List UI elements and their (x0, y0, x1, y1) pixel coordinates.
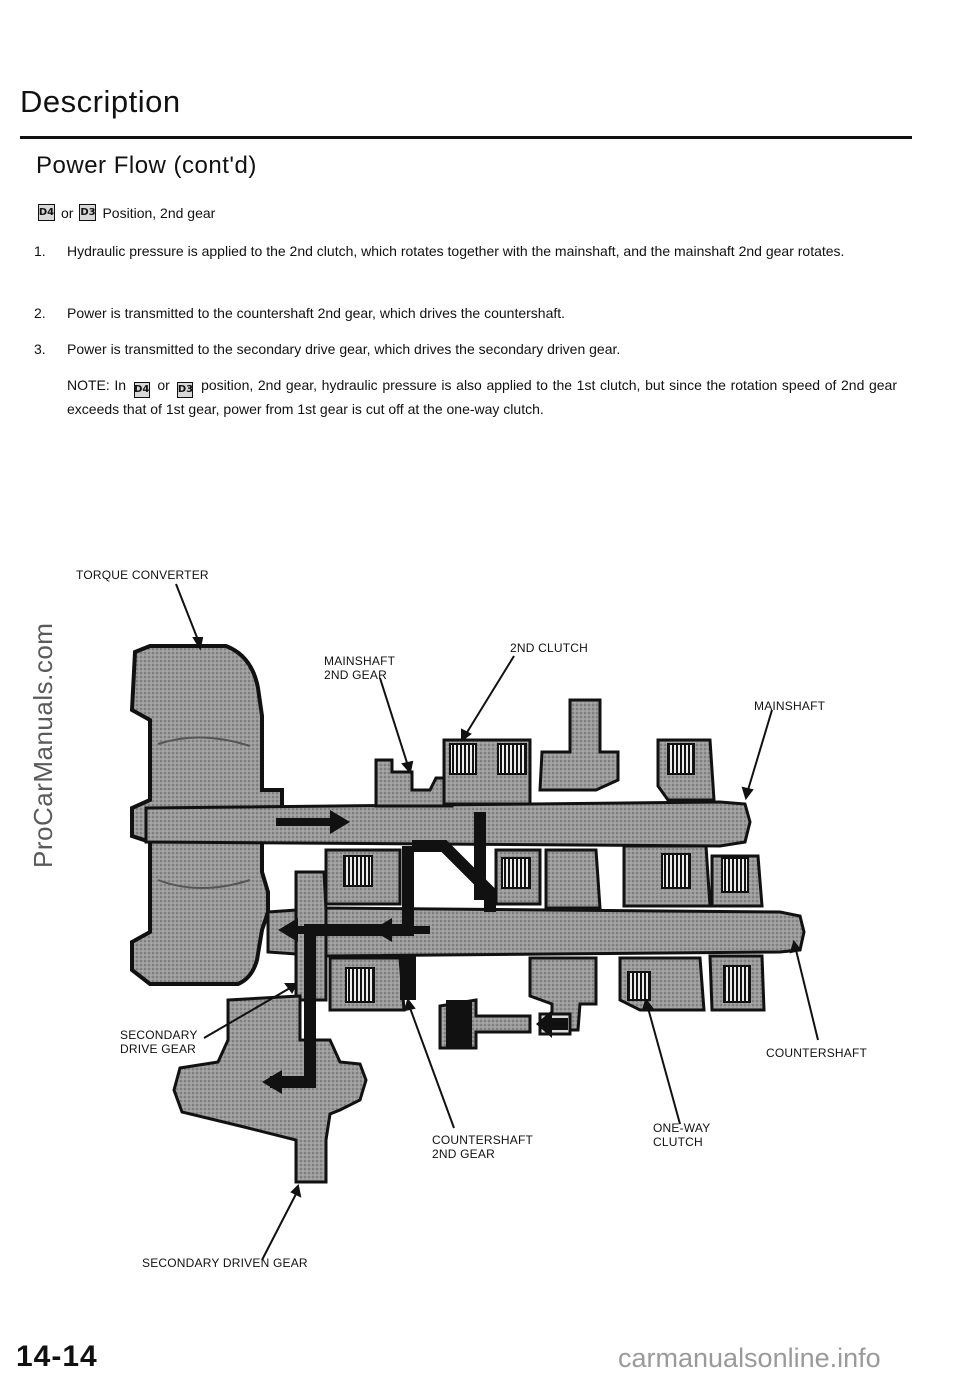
mainshaft-2nd-gear-shape (374, 758, 454, 808)
label-one-way-clutch: ONE-WAY CLUTCH (653, 1121, 710, 1149)
label-secondary-drive-gear: SECONDARY DRIVE GEAR (120, 1028, 198, 1056)
label-line: 2ND GEAR (324, 668, 387, 682)
countershaft-clusters (328, 954, 766, 1032)
d4-badge: D4 (38, 204, 55, 221)
label-line: CLUTCH (653, 1135, 703, 1149)
label-line: MAINSHAFT (324, 654, 396, 668)
position-joiner: or (61, 204, 74, 221)
note-text: position, 2nd gear, hydraulic pressure i… (67, 377, 898, 417)
step-number: 3. (34, 341, 46, 357)
page-title: Description (20, 84, 181, 119)
mainshaft-body (144, 800, 752, 848)
upper-gear-clusters (538, 698, 716, 802)
section-title: Power Flow (cont'd) (36, 152, 257, 179)
lower-clutch-packs (324, 844, 764, 910)
clutch-2nd-pack (442, 738, 532, 806)
step-text: Power is transmitted to the countershaft… (67, 305, 566, 321)
step-3: 3. Power is transmitted to the secondary… (34, 338, 896, 360)
step-number: 1. (34, 243, 46, 259)
site-watermark: carmanualsonline.info (618, 1343, 881, 1373)
power-flow-arrows (262, 810, 568, 1094)
d3-badge: D3 (79, 204, 97, 221)
label-countershaft-2nd-gear: COUNTERSHAFT 2ND GEAR (432, 1133, 533, 1161)
label-torque-converter: TORQUE CONVERTER (76, 568, 209, 582)
label-line: DRIVE GEAR (120, 1042, 197, 1056)
note-lead: NOTE: In (67, 377, 127, 393)
label-line: SECONDARY (120, 1028, 198, 1042)
label-line: ONE-WAY (653, 1121, 711, 1135)
position-line: D4 or D3 Position, 2nd gear (38, 204, 215, 221)
step-number: 2. (34, 305, 46, 321)
label-secondary-driven-gear: SECONDARY DRIVEN GEAR (142, 1256, 308, 1270)
label-mainshaft: MAINSHAFT (754, 699, 826, 713)
title-rule (20, 136, 912, 139)
step-text: Hydraulic pressure is applied to the 2nd… (67, 243, 845, 259)
note-joiner: or (157, 377, 170, 393)
step-text: Power is transmitted to the secondary dr… (67, 341, 621, 357)
watermark: ProCarManuals.com (28, 622, 58, 868)
leader-lines (175, 583, 819, 1261)
page-number: 14-14 (16, 1340, 98, 1373)
note-paragraph: NOTE: In D4 or D3 position, 2nd gear, hy… (67, 374, 897, 420)
step-2: 2. Power is transmitted to the countersh… (34, 302, 896, 324)
secondary-driven-gear (172, 994, 368, 1184)
position-text: Position, 2nd gear (102, 204, 216, 221)
label-mainshaft-2nd-gear: MAINSHAFT 2ND GEAR (324, 654, 395, 682)
label-countershaft: COUNTERSHAFT (766, 1046, 868, 1060)
label-line: COUNTERSHAFT (432, 1133, 534, 1147)
label-2nd-clutch: 2ND CLUTCH (510, 641, 589, 655)
step-1: 1. Hydraulic pressure is applied to the … (34, 240, 896, 262)
label-line: 2ND GEAR (432, 1147, 495, 1161)
